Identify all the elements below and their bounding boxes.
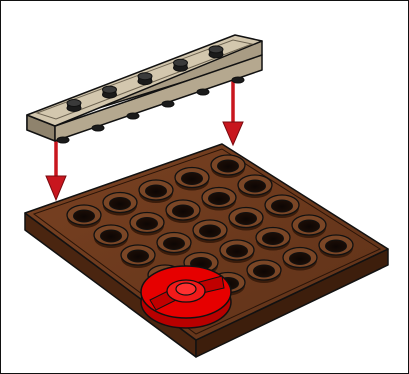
stud-hole [265, 195, 299, 218]
stud-hole [292, 215, 326, 238]
stud-hole [238, 175, 272, 198]
tan-stud [174, 59, 188, 71]
stud-hole [211, 155, 245, 178]
stud-hole [220, 240, 254, 263]
red-round-plate [141, 266, 231, 328]
tan-stud [138, 73, 152, 85]
stud-hole [283, 248, 317, 271]
stud-hole [247, 260, 281, 283]
tan-bottom-tube [57, 137, 69, 143]
tan-stud [103, 86, 117, 98]
tan-bottom-tube [127, 113, 139, 119]
stud-hole [130, 213, 164, 236]
stud-hole [139, 180, 173, 203]
stud-hole [202, 188, 236, 211]
tan-stud [67, 100, 81, 112]
tan-bottom-tube [92, 125, 104, 131]
stud-hole [103, 193, 137, 216]
stud-hole [229, 208, 263, 231]
stud-hole [193, 220, 227, 243]
tan-stud [209, 46, 223, 58]
stud-hole [319, 235, 353, 258]
stud-hole [166, 200, 200, 223]
tan-bottom-tube [162, 101, 174, 107]
stud-hole [67, 205, 101, 228]
tan-bottom-tube [232, 77, 244, 83]
stud-hole [121, 245, 155, 268]
stud-hole [94, 225, 128, 248]
stud-hole [256, 228, 290, 251]
stud-hole [175, 168, 209, 191]
tan-bottom-tube [197, 89, 209, 95]
stud-hole [157, 233, 191, 256]
